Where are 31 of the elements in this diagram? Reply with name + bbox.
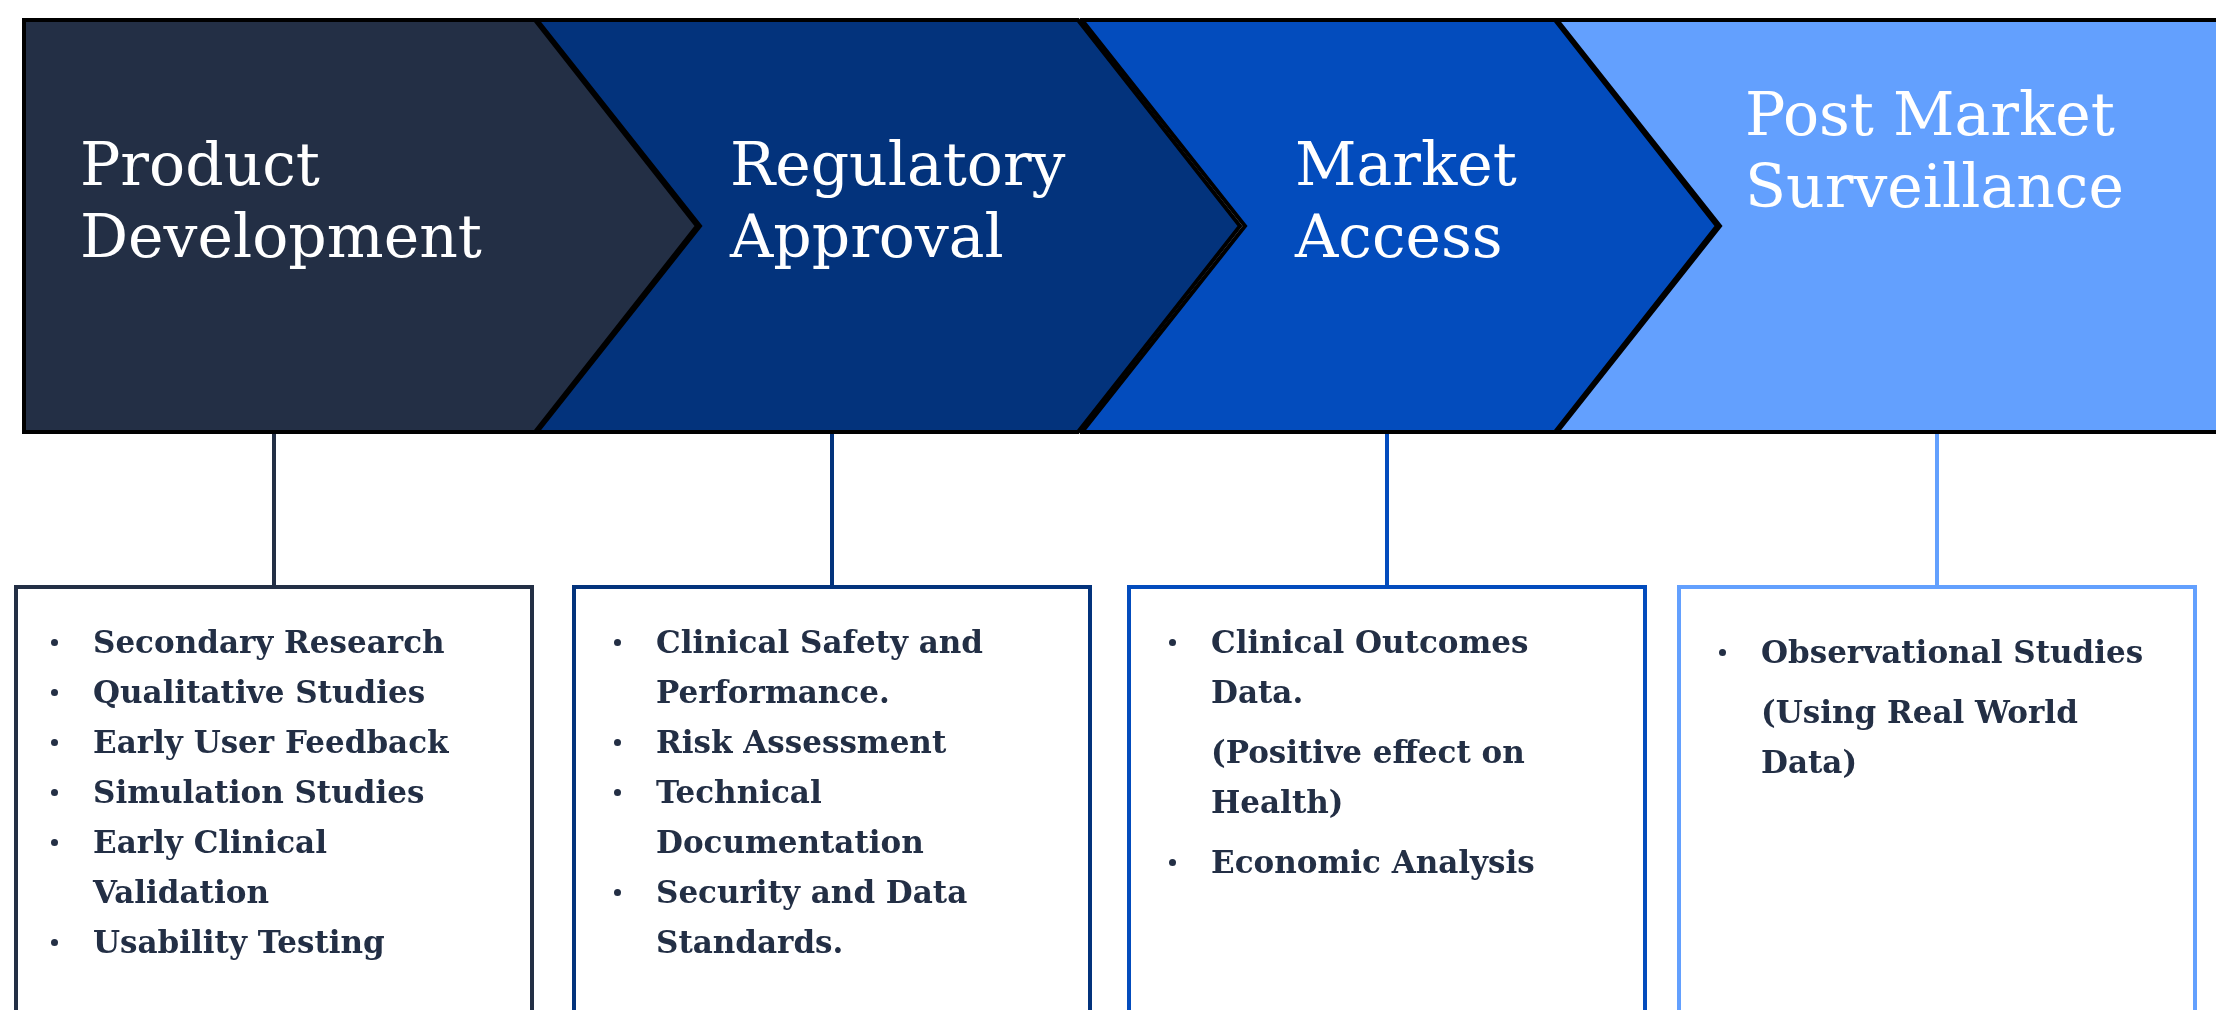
bullet-text: Early Clinical Validation xyxy=(93,824,327,910)
note-text: (Positive effect on Health) xyxy=(1211,733,1526,822)
step-title: Market Access xyxy=(1295,128,1518,272)
step-title: Product Development xyxy=(80,128,483,272)
leader-line xyxy=(272,434,276,585)
bullet-text: Security and Data Standards. xyxy=(656,874,968,960)
detail-box xyxy=(1127,585,1647,1010)
bullet-text: Risk Assessment xyxy=(656,724,947,760)
bullet-text: Technical Documentation xyxy=(656,774,924,860)
note-text: (Using Real World Data) xyxy=(1761,693,2079,782)
chevron-step xyxy=(1080,18,1720,434)
bullet-text: Clinical Outcomes Data. xyxy=(1211,624,1529,710)
chevron-step xyxy=(535,18,1243,434)
bullet-text: Early User Feedback xyxy=(93,724,449,760)
chevron-step xyxy=(22,18,700,434)
detail-box xyxy=(1677,585,2197,1010)
chevron-step xyxy=(1555,18,2216,434)
bullet-text: Qualitative Studies xyxy=(93,674,426,710)
leader-line xyxy=(1935,434,1939,585)
leader-line xyxy=(1385,434,1389,585)
detail-box xyxy=(14,585,534,1010)
bullet-text: Secondary Research xyxy=(93,624,445,660)
bullet-text: Observational Studies xyxy=(1761,634,2144,670)
detail-box xyxy=(572,585,1092,1010)
step-title: Regulatory Approval xyxy=(730,128,1067,272)
leader-line xyxy=(830,434,834,585)
bullet-text: Usability Testing xyxy=(93,924,385,960)
bullet-text: Clinical Safety and Performance. xyxy=(656,624,984,710)
step-title: Post Market Surveillance xyxy=(1745,78,2125,222)
bullet-text: Economic Analysis xyxy=(1211,844,1535,880)
bullet-text: Simulation Studies xyxy=(93,774,425,810)
